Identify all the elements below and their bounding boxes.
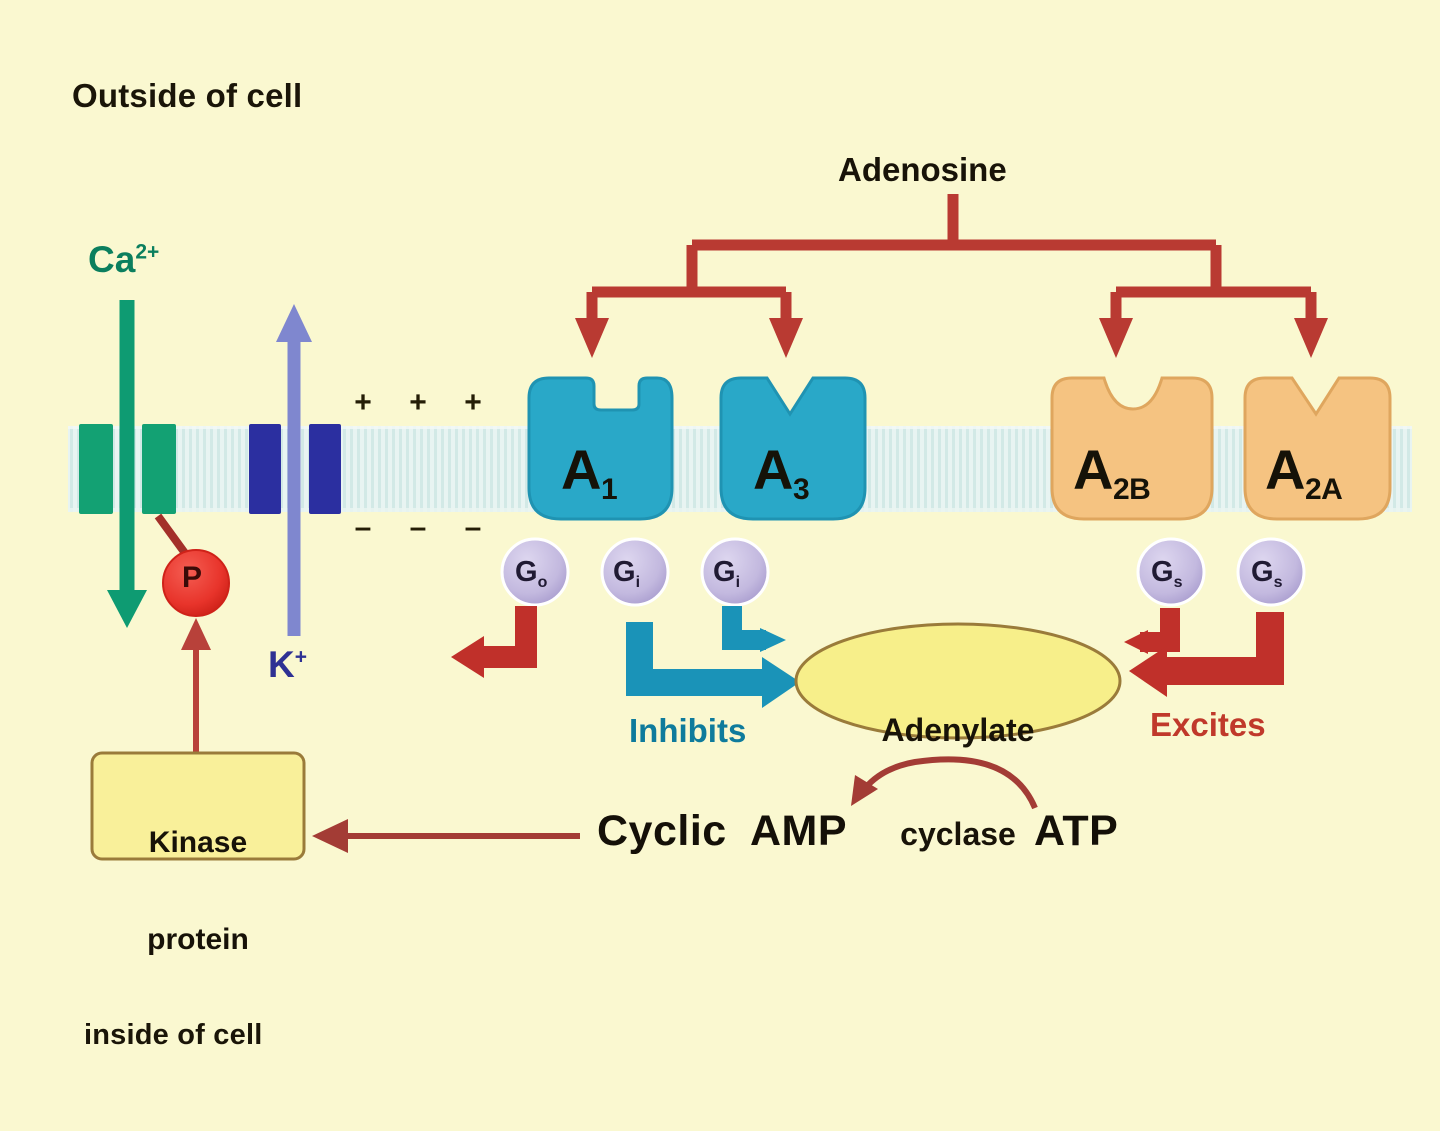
g-protein-gs-letter: G: [1251, 556, 1274, 588]
gi-inhibit-arrow-large: [626, 622, 800, 708]
kinase-protein-line2: protein: [147, 922, 249, 956]
g-protein-gs-label: Gs: [1251, 556, 1283, 591]
potassium-channel: [249, 424, 341, 514]
phosphate-label: P: [182, 561, 203, 594]
calcium-influx-arrow: [107, 300, 147, 628]
gs-excite-arrow-large: [1129, 612, 1284, 697]
potassium-ion-symbol: K: [268, 644, 295, 685]
potassium-efflux-arrow: [276, 304, 312, 636]
inside-of-cell-label: inside of cell: [84, 1019, 263, 1051]
membrane-charge-plus: +: [354, 386, 372, 419]
receptor-a1-letter: A: [561, 438, 601, 501]
receptor-a3-subscript: 3: [792, 473, 810, 506]
adenylate-cyclase-line2: cyclase: [900, 815, 1016, 852]
kinase-protein-box: [90, 751, 306, 861]
calcium-ion-label: Ca2+: [88, 240, 159, 280]
go-effect-arrow: [451, 606, 537, 678]
g-protein-gi-subscript: i: [735, 574, 741, 591]
membrane-inner-charges: – – –: [352, 513, 484, 543]
g-protein-go-label: Go: [515, 556, 548, 591]
adenosine-branch-arrows: [586, 194, 1317, 322]
receptor-a3-letter: A: [753, 438, 793, 501]
g-protein-gi-letter: G: [613, 556, 636, 588]
receptor-a2b-subscript: 2B: [1112, 473, 1151, 506]
g-protein-go-letter: G: [515, 556, 538, 588]
g-protein-circles: [500, 537, 1306, 607]
adenosine-arrowheads: [575, 318, 1328, 358]
receptor-a1: [527, 376, 674, 521]
gi-inhibit-arrow-small: [722, 606, 786, 652]
kinase-protein-label: Kinase protein: [108, 762, 288, 1021]
receptor-a3: [719, 376, 867, 521]
adenylate-cyclase-label: Adenylate cyclase: [838, 644, 1078, 920]
g-protein-gs-letter: G: [1151, 556, 1174, 588]
potassium-ion-charge: +: [294, 645, 307, 669]
camp-to-kinase-arrow: [312, 819, 580, 853]
calcium-ion-symbol: Ca: [88, 239, 136, 280]
g-protein-gi-letter: G: [713, 556, 736, 588]
adenylate-cyclase-line1: Adenylate: [881, 712, 1035, 749]
receptor-a2a-letter: A: [1265, 438, 1305, 501]
receptor-a2a-subscript: 2A: [1304, 473, 1343, 506]
g-protein-gs-subscript: s: [1173, 574, 1183, 591]
calcium-ion-charge: 2+: [135, 240, 160, 264]
membrane-outer-charges: + + +: [352, 388, 484, 418]
receptor-a2a: [1243, 376, 1392, 521]
kinase-protein-line1: Kinase: [148, 825, 248, 859]
receptor-a1-subscript: 1: [600, 473, 618, 506]
g-protein-go-subscript: o: [537, 574, 548, 591]
atp-to-camp-arrow: [851, 756, 1038, 810]
kinase-to-phosphate-arrow: [181, 618, 211, 755]
receptor-a2b-letter: A: [1073, 438, 1113, 501]
adenosine-ligand-label: Adenosine: [838, 151, 1007, 188]
phosphate-group: [154, 513, 230, 617]
potassium-ion-label: K+: [268, 645, 307, 685]
g-protein-gs-subscript: s: [1273, 574, 1283, 591]
receptor-a1-label: A1: [561, 437, 618, 506]
receptor-a2b: [1050, 376, 1214, 521]
calcium-channel: [79, 424, 176, 514]
adenylate-cyclase-shape: [794, 622, 1122, 740]
inhibits-action-label: Inhibits: [629, 712, 747, 749]
outside-of-cell-label: Outside of cell: [72, 77, 303, 114]
excites-action-label: Excites: [1150, 706, 1266, 743]
g-protein-gi-subscript: i: [635, 574, 641, 591]
membrane-charge-plus: +: [409, 386, 427, 419]
atp-label: ATP: [1034, 807, 1119, 855]
receptor-a3-label: A3: [753, 437, 810, 506]
g-protein-gi-label: Gi: [713, 556, 741, 591]
receptor-a2b-label: A2B: [1073, 437, 1151, 506]
membrane-charge-minus: –: [354, 511, 372, 544]
cyclic-amp-label: Cyclic AMP: [597, 807, 848, 855]
g-protein-gs-label: Gs: [1151, 556, 1183, 591]
membrane-charge-plus: +: [464, 386, 482, 419]
membrane-charge-minus: –: [464, 511, 482, 544]
receptor-a2a-label: A2A: [1265, 437, 1343, 506]
gs-excite-arrow-small: [1124, 608, 1180, 654]
membrane-charge-minus: –: [409, 511, 427, 544]
g-protein-gi-label: Gi: [613, 556, 641, 591]
